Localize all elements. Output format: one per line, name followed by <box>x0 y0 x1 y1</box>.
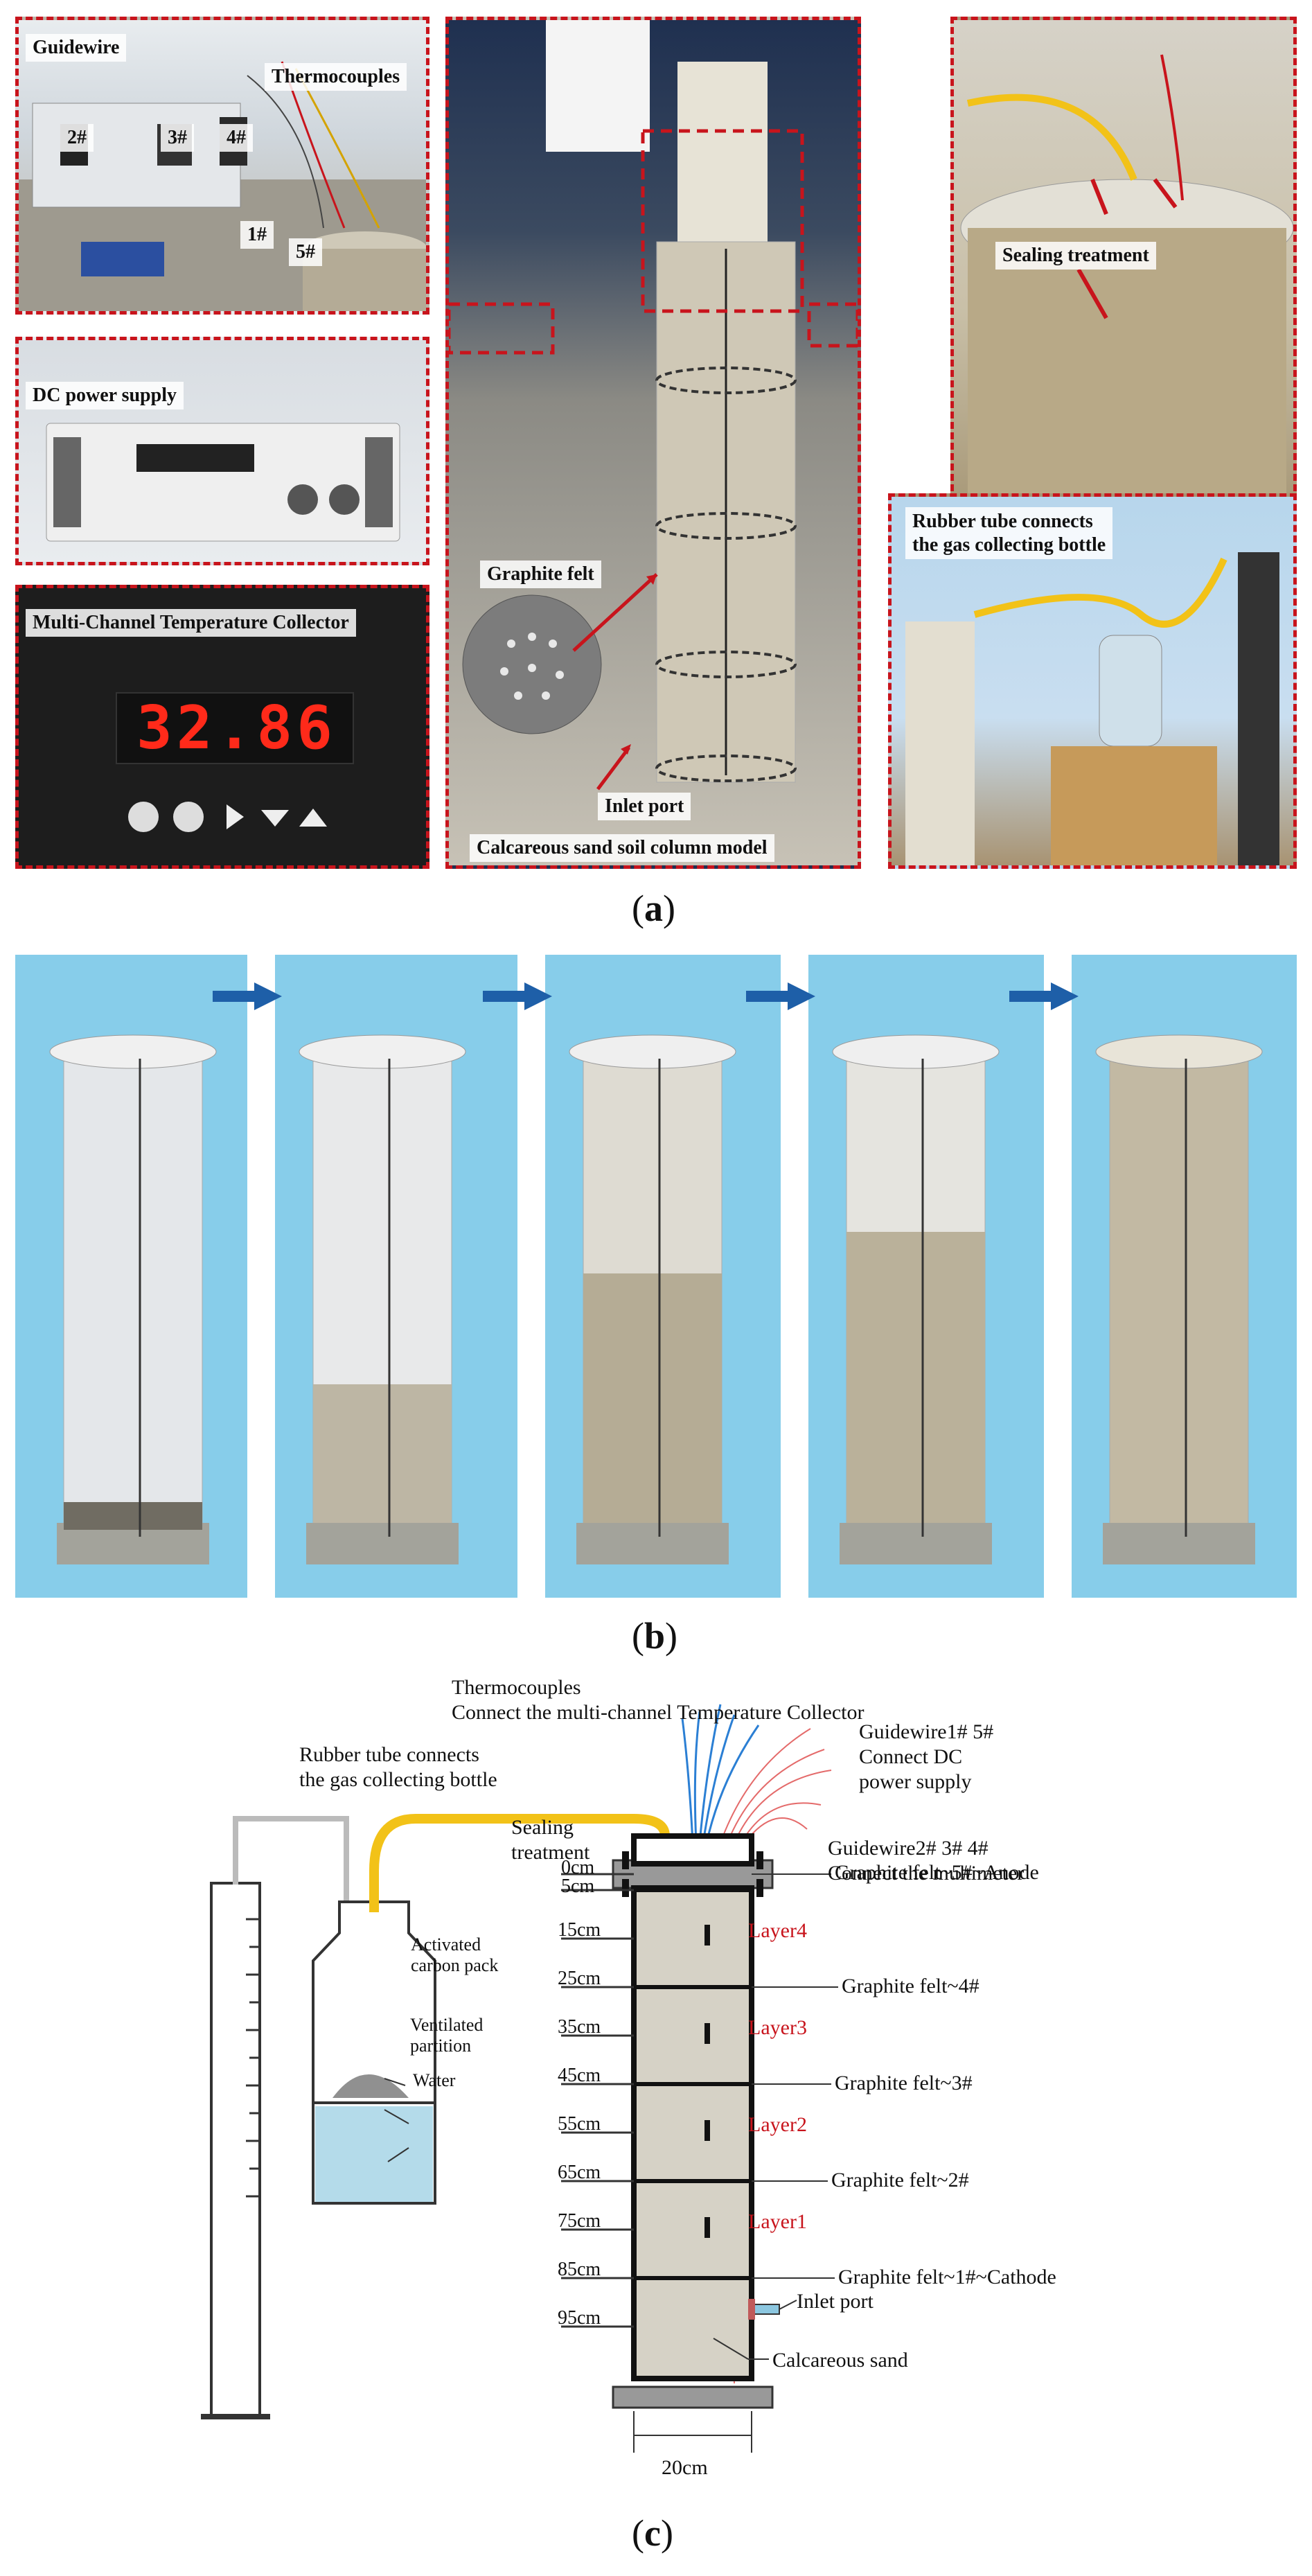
photo-sealing: Sealing treatment <box>950 17 1297 502</box>
column-stage-4 <box>832 1034 1000 1564</box>
label-gf4: Graphite felt~4# <box>842 1975 979 1997</box>
label-sealing-c: Sealing treatment <box>511 1815 589 1865</box>
label-5: 5# <box>289 238 322 266</box>
label-gw2-1: Guidewire2# 3# 4# <box>828 1837 989 1860</box>
photo-thermocouples: Guidewire Thermocouples 2# 3# 4# 1# 5# <box>15 17 429 315</box>
label-dc-power: DC power supply <box>26 382 184 409</box>
depth-label-35: 35cm <box>558 2016 601 2038</box>
arrow-2 <box>483 982 552 1010</box>
label-gw1-3: power supply <box>859 1770 972 1793</box>
label-guidewire: Guidewire <box>26 34 127 62</box>
label-sealing-2: treatment <box>511 1841 590 1864</box>
label-thermocouples-title: Thermocouples <box>452 1676 581 1699</box>
label-gf2: Graphite felt~2# <box>831 2169 969 2191</box>
temp-reading: 32.86 <box>136 694 337 763</box>
temp-display <box>116 692 354 764</box>
depth-label-75: 75cm <box>558 2210 601 2232</box>
gas-bottle-scene <box>905 552 1279 865</box>
label-4: 4# <box>220 124 253 152</box>
label-rubber-tube-2: the gas collecting bottle <box>299 1768 497 1791</box>
label-activated-carbon: Activated carbon pack <box>411 1934 498 1976</box>
column-stage-3 <box>569 1034 736 1564</box>
label-layer1: Layer1 <box>748 2210 807 2233</box>
arrow-4 <box>1009 982 1079 1010</box>
depth-label-95: 95cm <box>558 2307 601 2329</box>
depth-label-55: 55cm <box>558 2113 601 2135</box>
dc-power-device <box>46 423 400 542</box>
photo-dc-power: DC power supply <box>15 337 429 565</box>
label-thermocouples-sub: Connect the multi-channel Temperature Co… <box>452 1701 865 1724</box>
label-gf5: Graphite felt~5#~Anode <box>835 1861 1039 1884</box>
label-gw2-2: Connect the multimeter <box>828 1862 1025 1885</box>
graduated-cylinder <box>201 1882 270 2419</box>
column-scene <box>449 20 858 791</box>
label-width: 20cm <box>662 2456 708 2479</box>
label-thermocouples-c: Thermocouples Connect the multi-channel … <box>452 1675 864 1725</box>
arrow-1 <box>213 982 282 1010</box>
label-gw1-1: Guidewire1# 5# <box>859 1720 994 1743</box>
label-ventilated-partition: Ventilated partition <box>410 2015 483 2056</box>
label-layer4: Layer4 <box>748 1919 807 1942</box>
photo-temp-collector: Multi-Channel Temperature Collector 32.8… <box>15 585 429 869</box>
label-guidewire2-c: Guidewire2# 3# 4# Connect the multimeter <box>828 1836 1024 1886</box>
label-1: 1# <box>240 221 274 249</box>
label-ventilated-1: Ventilated <box>410 2015 484 2035</box>
panel-c-letter: (c) <box>632 2512 673 2554</box>
arrow-3 <box>746 982 815 1010</box>
label-rubber-tube: Rubber tube connects the gas collecting … <box>905 507 1113 560</box>
label-layer3: Layer3 <box>748 2016 807 2039</box>
depth-label-15: 15cm <box>558 1919 601 1941</box>
panel-c-schematic <box>201 1704 838 2453</box>
label-ventilated-2: partition <box>410 2035 472 2056</box>
panel-b-letter: (b) <box>632 1615 678 1657</box>
label-calc-sand: Calcareous sand <box>772 2349 908 2372</box>
soil-column <box>612 1833 780 2409</box>
column-stage-1 <box>49 1034 217 1564</box>
photo-column-model: Graphite felt Inlet port Calcareous sand… <box>445 17 861 869</box>
column-stage-5 <box>1095 1034 1263 1564</box>
gas-bottle <box>312 1900 436 2205</box>
temp-buttons <box>123 796 330 838</box>
depth-ticks <box>561 1873 634 2328</box>
label-activated-2: carbon pack <box>411 1955 499 1975</box>
column-stage-2 <box>299 1034 466 1564</box>
label-rubber-tube-1: Rubber tube connects <box>299 1743 479 1766</box>
label-sealing: Sealing treatment <box>995 242 1156 270</box>
label-gf3: Graphite felt~3# <box>835 2072 973 2094</box>
panel-b-sequence <box>49 955 1263 1598</box>
depth-label-85: 85cm <box>558 2259 601 2280</box>
thermocouple-scene <box>19 61 426 311</box>
label-water: Water <box>413 2070 456 2090</box>
label-activated-1: Activated <box>411 1934 481 1955</box>
depth-label-65: 65cm <box>558 2162 601 2183</box>
label-layer2: Layer2 <box>748 2113 807 2136</box>
depth-label-45: 45cm <box>558 2065 601 2086</box>
collector-buttons-icon <box>128 802 327 832</box>
label-rubber-tube-c: Rubber tube connects the gas collecting … <box>299 1743 497 1792</box>
label-gw1-2: Connect DC <box>859 1745 963 1768</box>
label-temp-collector: Multi-Channel Temperature Collector <box>26 609 356 637</box>
panel-a-letter: (a) <box>632 888 675 929</box>
label-inlet-c: Inlet port <box>797 2290 874 2313</box>
label-gf1: Graphite felt~1#~Cathode <box>838 2266 1056 2288</box>
label-graphite-felt: Graphite felt <box>480 561 601 588</box>
depth-label-25: 25cm <box>558 1968 601 1989</box>
depth-label-0: 0cm <box>561 1857 595 1878</box>
label-sealing-1: Sealing <box>511 1816 574 1839</box>
label-3: 3# <box>161 124 194 152</box>
label-inlet-port: Inlet port <box>598 793 691 820</box>
label-thermocouples: Thermocouples <box>265 63 407 91</box>
label-2: 2# <box>60 124 94 152</box>
label-guidewire1-c: Guidewire1# 5# Connect DC power supply <box>859 1720 993 1794</box>
depth-label-5: 5cm <box>561 1876 595 1897</box>
label-column-model: Calcareous sand soil column model <box>470 834 774 862</box>
photo-gas-bottle: Rubber tube connects the gas collecting … <box>888 493 1297 869</box>
